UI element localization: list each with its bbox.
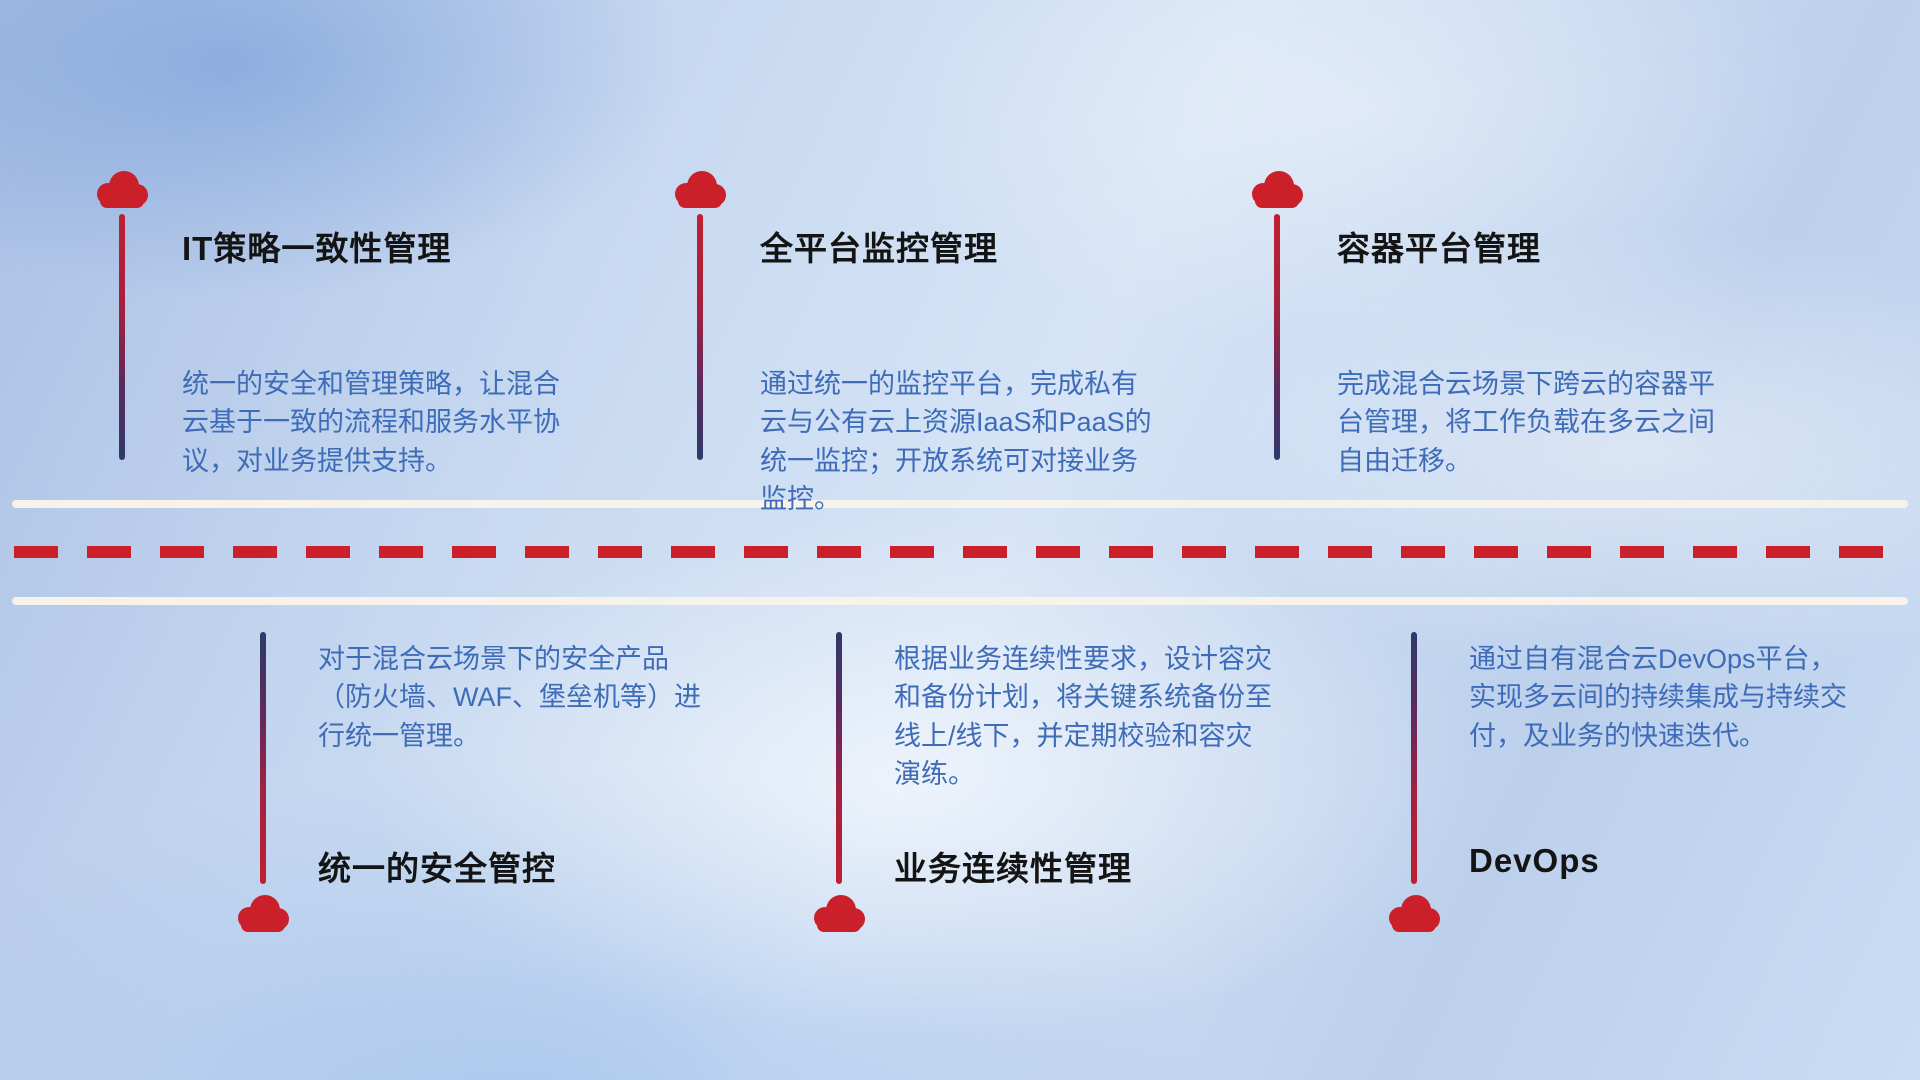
cloud-icon bbox=[1249, 170, 1305, 208]
cloud-icon bbox=[235, 894, 291, 932]
milestone-title: IT策略一致性管理 bbox=[182, 230, 452, 267]
milestone-description: 对于混合云场景下的安全产品（防火墙、WAF、堡垒机等）进行统一管理。 bbox=[318, 644, 701, 751]
milestone-description: 通过自有混合云DevOps平台，实现多云间的持续集成与持续交付，及业务的快速迭代… bbox=[1469, 644, 1847, 751]
cloud-icon bbox=[1386, 894, 1442, 932]
milestone-stem bbox=[119, 214, 125, 460]
milestone-title: 统一的安全管控 bbox=[318, 850, 556, 887]
cloud-icon bbox=[811, 894, 867, 932]
milestone-stem bbox=[836, 632, 842, 884]
cloud-icon bbox=[94, 170, 150, 208]
milestone-stem bbox=[1274, 214, 1280, 460]
milestone-description: 完成混合云场景下跨云的容器平台管理，将工作负载在多云之间自由迁移。 bbox=[1337, 369, 1715, 476]
milestone-title: 容器平台管理 bbox=[1337, 230, 1541, 267]
milestone-description: 通过统一的监控平台，完成私有云与公有云上资源IaaS和PaaS的统一监控；开放系… bbox=[760, 369, 1152, 514]
milestone-stem bbox=[697, 214, 703, 460]
milestone-description: 根据业务连续性要求，设计容灾和备份计划，将关键系统备份至线上/线下，并定期校验和… bbox=[894, 644, 1272, 789]
milestone-title: DevOps bbox=[1469, 842, 1600, 879]
milestone-stem bbox=[1411, 632, 1417, 884]
milestone-title: 业务连续性管理 bbox=[894, 850, 1132, 887]
cloud-icon bbox=[672, 170, 728, 208]
road-line-upper bbox=[12, 500, 1908, 508]
road-line-lower bbox=[12, 597, 1908, 605]
milestone-stem bbox=[260, 632, 266, 884]
road-dashed-centerline bbox=[14, 546, 1906, 558]
milestone-description: 统一的安全和管理策略，让混合云基于一致的流程和服务水平协议，对业务提供支持。 bbox=[182, 369, 560, 476]
milestone-title: 全平台监控管理 bbox=[760, 230, 998, 267]
